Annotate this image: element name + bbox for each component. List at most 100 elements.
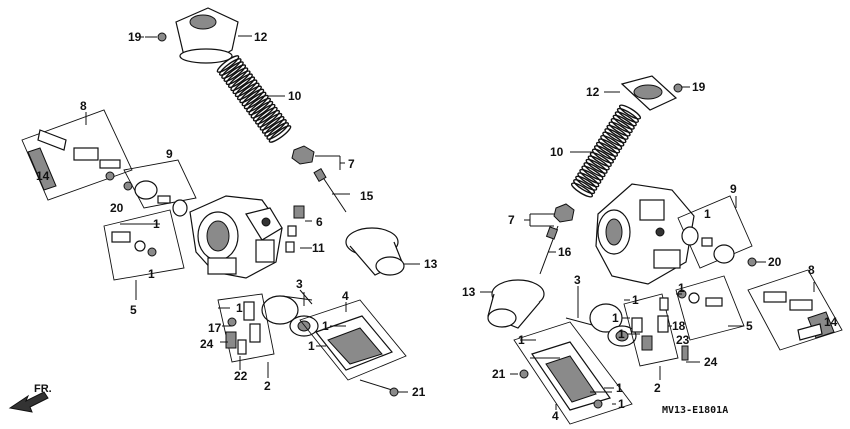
callout-1e-right: 1 (518, 333, 525, 347)
spring-coil (604, 128, 627, 144)
callout-9: 9 (166, 147, 173, 161)
spring-coil (614, 111, 637, 127)
front-direction-arrow (8, 391, 49, 413)
callout-17: 17 (208, 321, 222, 335)
air-screw-parts-right (747, 269, 843, 351)
diagram-code: MV13-E1801A (662, 405, 728, 416)
callout-24-right: 24 (704, 355, 718, 369)
spring-coil (602, 131, 625, 147)
spring-right (570, 104, 642, 198)
spring-coil (587, 155, 610, 171)
float-chamber-left (299, 299, 407, 397)
callout-1f-right: 1 (618, 327, 625, 341)
callout-6: 6 (316, 215, 323, 229)
spring-coil (573, 179, 596, 195)
spring-coil (241, 88, 265, 107)
air-screw-parts-left (21, 109, 133, 201)
spring-coil (230, 73, 253, 92)
pilot-screw-parts-right (675, 275, 745, 341)
spring-coil (266, 122, 290, 140)
spring-coil (600, 134, 623, 151)
callout-12: 12 (254, 30, 268, 44)
top-cover-right (604, 75, 678, 111)
callout-10: 10 (288, 89, 302, 103)
spring-coil (234, 79, 258, 98)
spring-coil (243, 91, 267, 110)
callout-7: 7 (348, 157, 355, 171)
spring-coil (252, 103, 276, 122)
carburetor-body-right (595, 183, 695, 285)
spring-coil (595, 141, 619, 157)
float-pin-right (565, 292, 597, 327)
float-right (589, 303, 637, 347)
callout-8: 8 (80, 99, 87, 113)
callout-8-right: 8 (808, 263, 815, 277)
spring-coil (575, 175, 598, 191)
vacuum-piston-right (480, 279, 545, 329)
callout-19-right: 19 (692, 80, 706, 94)
spring-coil (606, 124, 629, 140)
spring-coil (227, 70, 251, 89)
callout-1b: 1 (148, 267, 155, 281)
callout-11: 11 (312, 241, 325, 255)
callout-14: 14 (36, 169, 50, 183)
callout-1g-right: 1 (616, 381, 623, 395)
callout-1b-right: 1 (678, 281, 685, 295)
callout-22: 22 (234, 369, 248, 383)
vacuum-piston-left (345, 227, 420, 276)
left-carburetor-assembly: 12 19 10 8 14 9 7 15 20 1 1 6 11 13 5 3 … (8, 7, 438, 413)
spring-coil (257, 109, 281, 128)
callout-4-right: 4 (552, 409, 559, 423)
spring-coil (255, 106, 278, 125)
callout-5-right: 5 (746, 319, 753, 333)
callout-18-right: 18 (672, 319, 686, 333)
callout-2: 2 (264, 379, 271, 393)
callout-13-right: 13 (462, 285, 476, 299)
spring-coil (218, 58, 242, 76)
callout-2-right: 2 (654, 381, 661, 395)
callout-1h-right: 1 (618, 397, 625, 411)
spring-coil (225, 67, 249, 86)
spring-coil (585, 158, 608, 174)
callout-7-right: 7 (508, 213, 515, 227)
callout-9-right: 9 (730, 182, 737, 196)
pump-cover-left (123, 159, 197, 217)
needle-parts-right (524, 203, 575, 275)
callout-21-right: 21 (492, 367, 506, 381)
float-chamber-right (513, 321, 633, 425)
right-carburetor-assembly: 12 19 10 9 1 7 16 20 8 3 13 1 1 14 5 1 1… (462, 75, 843, 425)
callout-19: 19 (128, 30, 142, 44)
spring-coil (618, 104, 642, 120)
spring-coil (232, 76, 256, 95)
callout-1e: 1 (308, 339, 315, 353)
callout-14-right: 14 (824, 315, 838, 329)
spring-coil (248, 97, 272, 116)
spring-coil (216, 55, 240, 73)
jet-parts-right (623, 293, 689, 380)
spring-coil (221, 61, 244, 79)
float-left (261, 295, 319, 337)
spring-coil (570, 182, 594, 198)
callout-16-right: 16 (558, 245, 572, 259)
callout-4: 4 (342, 289, 349, 303)
spring-coil (223, 64, 247, 82)
spring-coil (598, 138, 621, 154)
spring-coil (579, 168, 602, 184)
callout-1a: 1 (153, 217, 160, 231)
pilot-screw-parts-left (103, 209, 185, 300)
needle-parts-left (291, 145, 350, 213)
spring-coil (591, 148, 614, 164)
spring-coil (236, 82, 260, 101)
spring-coil (612, 114, 635, 130)
spring-coil (259, 112, 283, 131)
callout-24: 24 (200, 337, 214, 351)
callout-3-right: 3 (574, 273, 581, 287)
spring-coil (589, 151, 612, 168)
spring-coil (593, 145, 617, 161)
callout-20: 20 (110, 201, 124, 215)
callout-1d-right: 1 (612, 311, 619, 325)
callout-1c: 1 (236, 301, 243, 315)
spring-coil (261, 116, 285, 134)
spring-coil (608, 121, 631, 137)
spring-left (216, 55, 292, 143)
